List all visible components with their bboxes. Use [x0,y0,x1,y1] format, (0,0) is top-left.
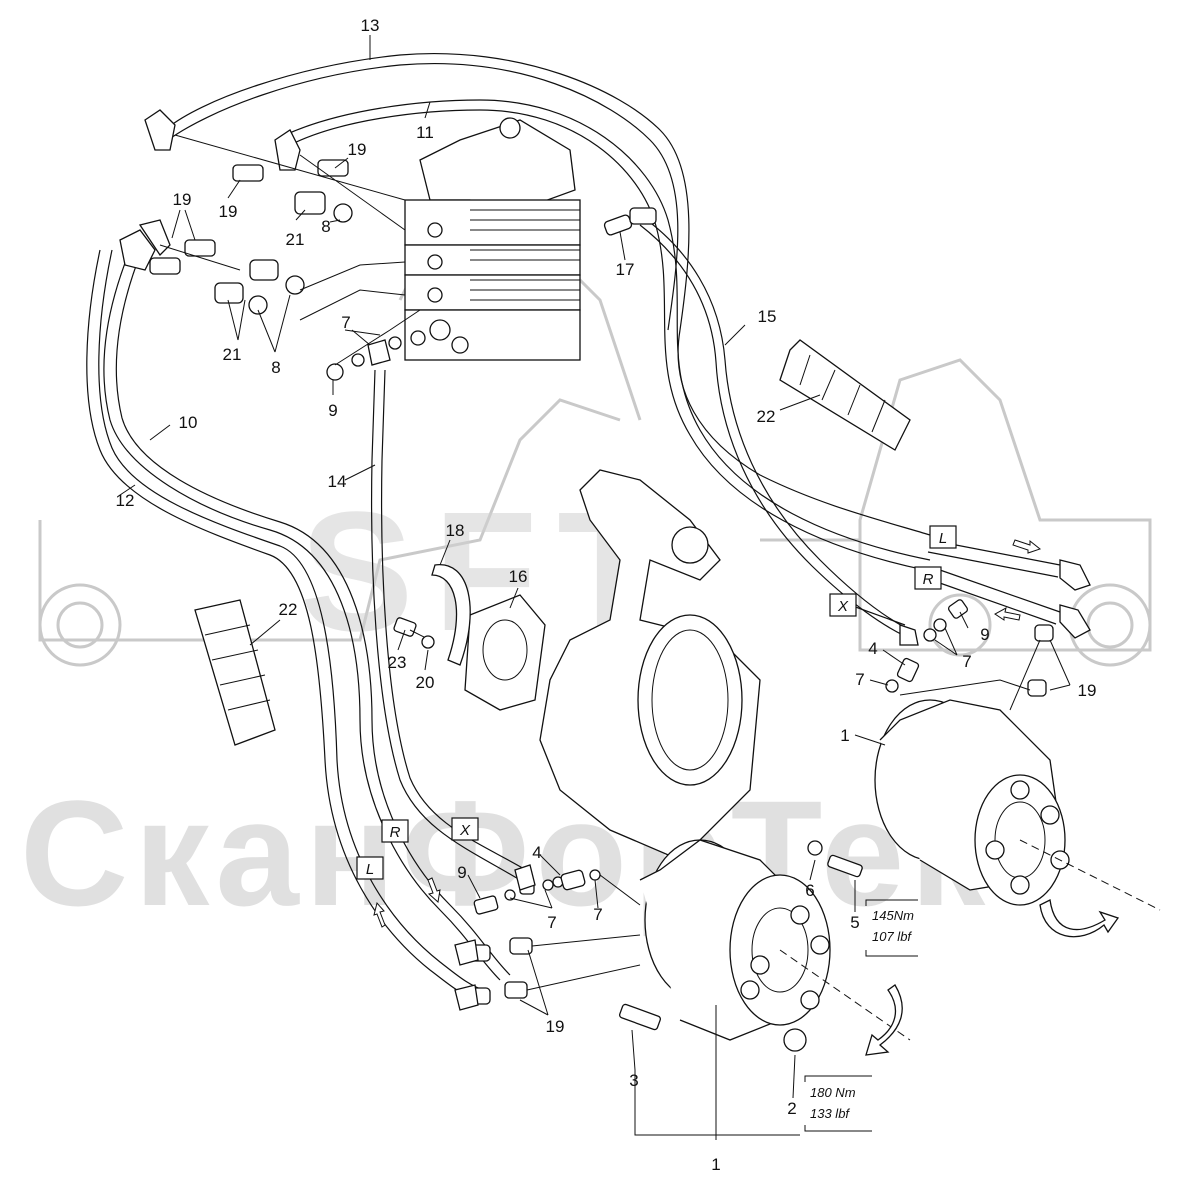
wheel-nut-2 [783,1028,807,1052]
callout: 16 [509,567,528,586]
callout: 10 [179,413,198,432]
callout: 19 [348,140,367,159]
callout: 9 [457,863,466,882]
bracket-18 [431,564,471,666]
svg-text:R: R [923,571,934,588]
callout: 9 [980,625,989,644]
fittings-19-lower [469,934,641,1005]
callout: 15 [758,307,777,326]
callout: 12 [116,491,135,510]
port-label-R-lower: R [381,819,409,843]
svg-text:107 lbf: 107 lbf [872,929,912,944]
callout: 21 [286,230,305,249]
callout: 7 [547,913,556,932]
bolt-3 [619,1003,661,1031]
callout: 22 [757,407,776,426]
callout: 19 [219,202,238,221]
callout: 8 [321,217,330,236]
svg-text:R: R [390,824,401,841]
callout: 2 [787,1099,796,1118]
callout: 18 [446,521,465,540]
hose-L-upper-right [927,539,1061,625]
svg-text:X: X [837,598,849,615]
callout: 1 [840,726,849,745]
gasket-16 [464,594,546,711]
svg-text:145Nm: 145Nm [872,908,914,923]
hose-end-fittings-right [899,559,1091,646]
washer-6 [807,840,823,856]
callout: 7 [341,313,350,332]
svg-text:L: L [939,530,947,547]
protective-sleeve-22-lower [194,599,276,746]
callout: 13 [361,16,380,35]
callout: 7 [962,652,971,671]
port-label-X-lower: X [451,817,479,841]
svg-text:180 Nm: 180 Nm [810,1085,856,1100]
callout: 1 [711,1155,720,1174]
bolt-5 [827,854,863,878]
callout: 19 [1078,681,1097,700]
hose-12 [86,249,489,1001]
port-label-X-upper: X [829,593,857,617]
port-label-L-upper: L [929,525,957,549]
torque-spec-nut-2: 180 Nm 133 lbf [804,1075,872,1132]
callout: 4 [868,639,877,658]
hydraulic-motor-right [874,699,1161,911]
leader-lines [119,35,1071,1140]
fitting-17 [603,207,657,236]
callout: 19 [173,190,192,209]
hose-11 [284,99,931,571]
callout: 7 [855,670,864,689]
callout: 23 [388,653,407,672]
callout: 7 [593,905,602,924]
hose-X-right [849,604,906,626]
callout: 14 [328,472,347,491]
callout: 21 [223,345,242,364]
rotation-arrow-icon-lower [865,984,903,1056]
flow-arrow-icon [373,539,1042,928]
port-label-L-lower: L [356,856,384,880]
callout: 5 [850,913,859,932]
svg-text:133 lbf: 133 lbf [810,1106,850,1121]
callout: 19 [546,1017,565,1036]
fittings-cluster-lower [473,869,641,915]
hydraulic-motor-lower [639,839,911,1041]
fittings-cluster-mid-left [326,329,426,381]
hose-10 [103,249,511,981]
svg-text:L: L [366,861,374,878]
callout: 17 [616,260,635,279]
callout: 22 [279,600,298,619]
hose-end-fittings-lower [454,864,536,1011]
port-label-R-upper: R [914,566,942,590]
rotation-arrow-icon [1039,899,1120,938]
protective-sleeve-22-upper [779,339,911,451]
callout: 4 [532,843,541,862]
fittings-cluster-right [885,599,1054,711]
callout: 6 [805,881,814,900]
callout: 20 [416,673,435,692]
callout: 11 [416,123,434,142]
callout: 9 [328,401,337,420]
washer-20 [421,635,435,649]
svg-text:X: X [459,822,471,839]
callout: 8 [271,358,280,377]
torque-spec-bolt-5: 145Nm 107 lbf [865,899,918,957]
axle-housing [539,469,761,861]
fittings-cluster-top-left [119,109,406,321]
watermark-brand: СканФорТек [20,769,991,937]
callout-numbers: 13 11 19 19 19 21 8 17 15 21 8 7 9 22 10… [116,16,1097,1174]
callout: 3 [629,1071,638,1090]
control-valve-block [404,117,581,361]
